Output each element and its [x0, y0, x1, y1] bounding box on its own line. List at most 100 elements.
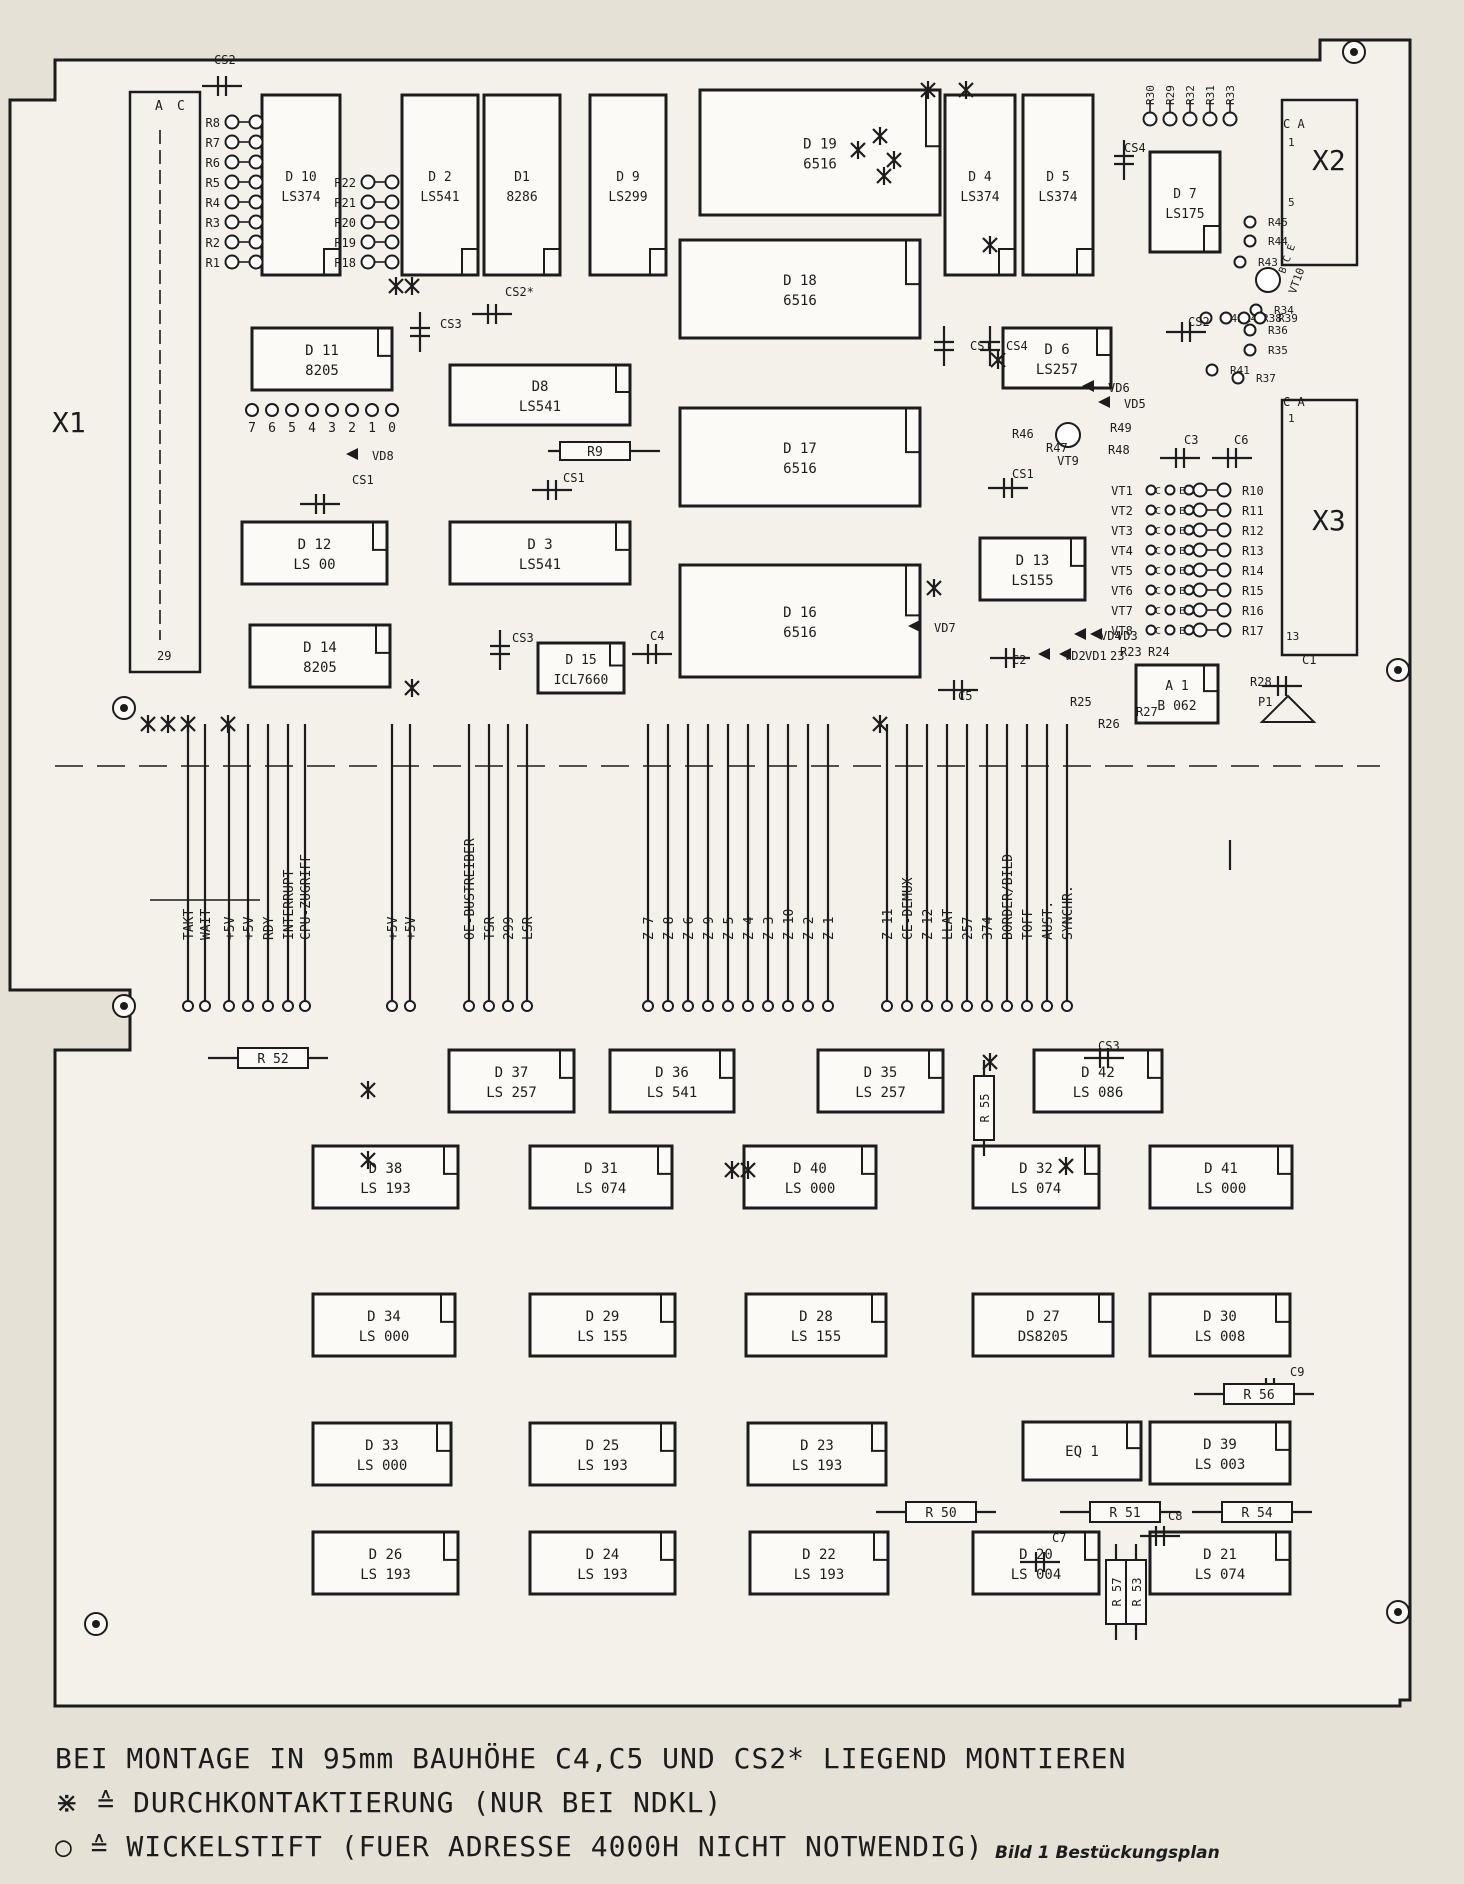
- chip-type: 6516: [783, 625, 817, 641]
- capacitor-label: C1: [1302, 653, 1316, 667]
- resistor-label: R38: [1262, 312, 1282, 325]
- capacitor-label: C5: [958, 689, 972, 703]
- resistor-r3: R3: [206, 214, 264, 230]
- chip-type: LS 074: [1011, 1181, 1062, 1197]
- resistor-r20: R20: [334, 214, 400, 230]
- chip-ref: D 17: [783, 441, 817, 457]
- diode-vd6: VD6: [1082, 380, 1130, 395]
- wrap-post-1: 1: [365, 403, 379, 436]
- resistor-label: R18: [334, 256, 356, 270]
- chip-ref: D 41: [1204, 1161, 1238, 1177]
- resistor-r10: R10: [1192, 482, 1264, 498]
- bus-line--5v: +5V: [404, 724, 419, 1012]
- bus-line-z-1: Z 1: [822, 724, 837, 1012]
- bus-line-z-4: Z 4: [742, 724, 757, 1012]
- resistor-label: R4: [206, 196, 220, 210]
- chip-ref: A 1: [1165, 679, 1188, 694]
- via-marker: [388, 277, 404, 295]
- bus-label: AUST.: [1041, 901, 1056, 940]
- chip-ref: D8: [532, 379, 549, 395]
- bus-line-tsr: TSR: [483, 724, 498, 1012]
- bus-label: INTERRUPT: [282, 869, 297, 940]
- x1-label: X1: [52, 406, 86, 439]
- chip-type: LS 086: [1073, 1085, 1124, 1101]
- wrap-post-4: 4: [305, 403, 319, 436]
- bus-line-rdy: RDY: [262, 724, 277, 1012]
- via-marker: [886, 151, 902, 169]
- mounting-hole: [84, 1612, 108, 1636]
- resistor-r56: R 56: [1194, 1383, 1314, 1405]
- resistor-label: R21: [334, 196, 356, 210]
- chip-type: LS 193: [792, 1458, 843, 1474]
- wrap-post-3: 3: [325, 403, 339, 436]
- chip-type: LS 193: [577, 1567, 628, 1583]
- bus-label: Z 12: [921, 909, 936, 940]
- bus-label: Z 2: [802, 917, 817, 940]
- chip-ref: D 19: [803, 137, 837, 153]
- chip-type: 6516: [803, 157, 837, 173]
- resistor-r37: R37: [1231, 371, 1276, 385]
- x2-label: X2: [1312, 144, 1346, 177]
- chip-type: LS 003: [1195, 1457, 1246, 1473]
- transistor-vt9: VT9: [1055, 422, 1081, 468]
- resistor-label: R5: [206, 176, 220, 190]
- x1-col-c: C: [177, 99, 185, 114]
- capacitor-cs2-8: CS2: [1166, 315, 1210, 342]
- resistor-label: R34: [1274, 304, 1294, 317]
- resistor-label: R41: [1230, 364, 1250, 377]
- diode-vd4: VD4: [1074, 628, 1122, 643]
- capacitor-cs4-5: CS4: [1114, 140, 1146, 180]
- part-r25: R25: [1070, 695, 1092, 709]
- resistor-r13: R13: [1192, 542, 1264, 558]
- resistor-label: R 55: [978, 1094, 992, 1123]
- chip-ref: D 16: [783, 605, 817, 621]
- chip-type: LS299: [608, 190, 647, 205]
- chip-ref: D 34: [367, 1309, 401, 1325]
- resistor-r8: R8: [206, 114, 264, 130]
- diode-label: VD7: [934, 621, 956, 635]
- bus-line-oe-bustreiber: OE-BUSTREIBER: [463, 724, 478, 1012]
- bus-line--5v: +5V: [386, 724, 401, 1012]
- x3-ca: C A: [1283, 395, 1305, 409]
- chip-type: LS 257: [486, 1085, 537, 1101]
- resistor-label: R32: [1184, 85, 1197, 105]
- wrap-post-2: 2: [345, 403, 359, 436]
- transistor-label: VT5: [1111, 564, 1133, 578]
- resistor-label: R12: [1242, 524, 1264, 538]
- chip-type: LS541: [519, 557, 561, 573]
- resistor-r6: R6: [206, 154, 264, 170]
- bus-line-z-8: Z 8: [662, 724, 677, 1012]
- resistor-r2: R2: [206, 234, 264, 250]
- chip-type: LS541: [519, 399, 561, 415]
- part-r28: R28: [1250, 675, 1272, 689]
- bus-line-takt: TAKT: [182, 724, 197, 1012]
- chip-type: 6516: [783, 293, 817, 309]
- transistor-label: VT1: [1111, 484, 1133, 498]
- bus-line-cpu-zugriff: CPU-ZUGRIFF: [299, 724, 314, 1012]
- bus-line-299: 299: [502, 724, 517, 1012]
- capacitor-label: CS1: [1012, 467, 1034, 481]
- x3-pin-1: 1: [1288, 412, 1295, 425]
- pin-23-label: 23: [1110, 649, 1124, 663]
- via-marker: [982, 1053, 998, 1071]
- bus-label: +5V: [404, 916, 419, 940]
- chip-type: LS155: [1011, 573, 1053, 589]
- chip-type: LS 000: [785, 1181, 836, 1197]
- wrap-post-label: 5: [288, 421, 296, 436]
- resistor-r16: R16: [1192, 602, 1264, 618]
- wrap-post-5: 5: [285, 403, 299, 436]
- chip-ref: D 32: [1019, 1161, 1053, 1177]
- resistor-r22: R22: [334, 174, 400, 190]
- resistor-r38: R38: [1237, 311, 1282, 325]
- resistor-label: R17: [1242, 624, 1264, 638]
- capacitor-label: CS2: [1188, 315, 1210, 329]
- bus-line-z-11: Z 11: [881, 724, 896, 1012]
- bus-label: Z 8: [662, 917, 677, 940]
- chip-type: LS374: [281, 190, 320, 205]
- chip-ref: D 21: [1203, 1547, 1237, 1563]
- resistor-label: R7: [206, 136, 220, 150]
